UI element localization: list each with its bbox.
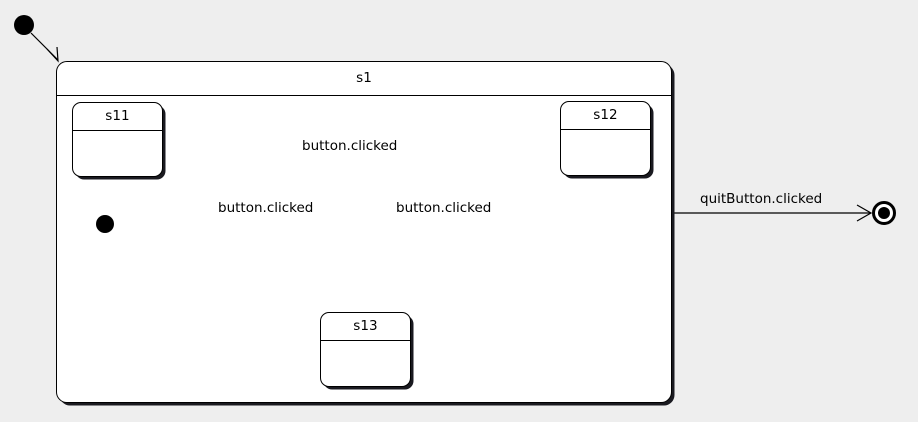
final-state-core (878, 207, 890, 219)
transition-s1-to-final (671, 204, 873, 222)
transition-initial-to-s1 (30, 32, 59, 63)
final-state[interactable] (872, 201, 896, 225)
state-s13[interactable]: s13 (320, 312, 411, 387)
transition-label-s11-s12: button.clicked (302, 138, 398, 154)
state-s12-label: s12 (561, 102, 650, 130)
transition-label-s1-final: quitButton.clicked (700, 191, 823, 207)
state-s12[interactable]: s12 (560, 101, 651, 176)
initial-state-inner[interactable] (96, 215, 114, 233)
state-s11[interactable]: s11 (72, 102, 163, 177)
state-s13-label: s13 (321, 313, 410, 341)
transition-label-s13-s11: button.clicked (218, 200, 314, 216)
state-s1-label: s1 (57, 62, 671, 96)
transition-label-s12-s13: button.clicked (396, 200, 492, 216)
state-s11-label: s11 (73, 103, 162, 131)
initial-state-top[interactable] (14, 15, 34, 35)
